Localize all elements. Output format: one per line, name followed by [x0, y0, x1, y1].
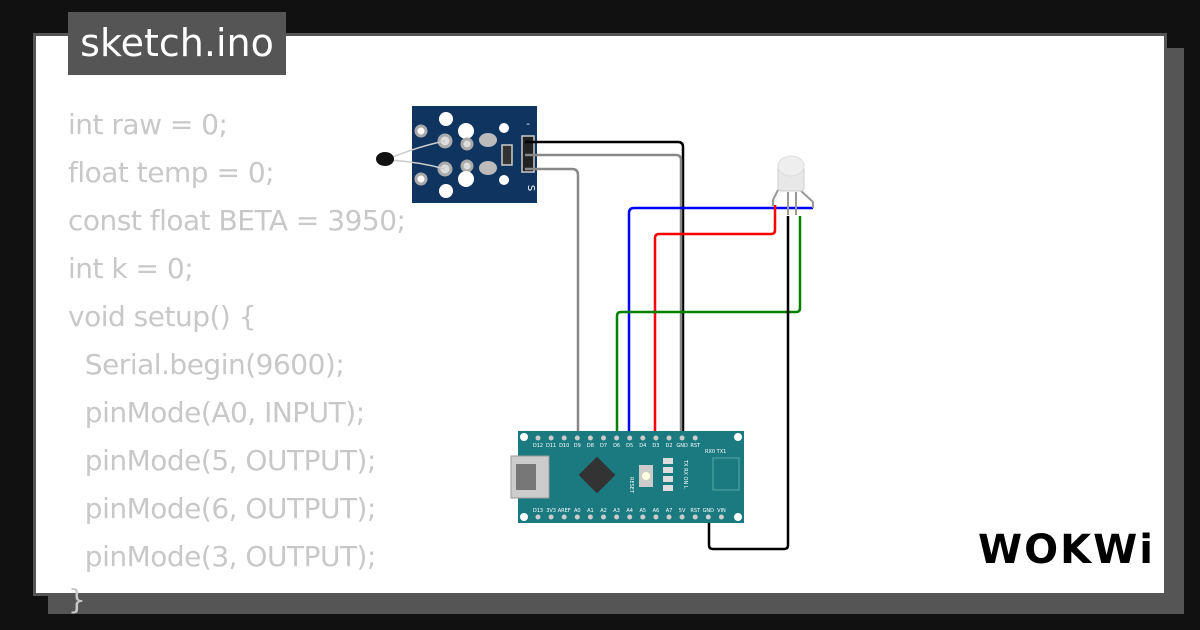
- thermistor-icon: [376, 152, 394, 166]
- pin-3v3[interactable]: [548, 514, 554, 520]
- pin-a4[interactable]: [627, 514, 633, 520]
- pin-label: VIN: [717, 508, 726, 514]
- pin-a3[interactable]: [614, 514, 620, 520]
- pin-label: A6: [653, 508, 660, 514]
- file-title: sketch.ino: [68, 12, 286, 75]
- pin-d7[interactable]: [601, 435, 606, 441]
- pin-d13[interactable]: [535, 514, 541, 520]
- pin-vin[interactable]: [718, 514, 724, 520]
- code-line: int k = 0;: [68, 252, 194, 285]
- pin-d6[interactable]: [614, 435, 620, 441]
- pin-label: A1: [587, 508, 594, 514]
- pin-d10[interactable]: [561, 435, 567, 441]
- pin-label: A2: [600, 508, 607, 514]
- pin-d9[interactable]: [574, 435, 580, 441]
- pin-label: GND: [703, 508, 715, 514]
- pin-label: D12: [533, 443, 543, 449]
- resistor-icon: [501, 144, 513, 166]
- pin-d8[interactable]: [587, 435, 593, 441]
- pin-label: AREF: [558, 508, 571, 514]
- led-labels: TX RX ON L: [682, 459, 688, 489]
- pin-label: RST: [690, 443, 701, 449]
- pin-d12[interactable]: [535, 435, 541, 441]
- pin-label: D9: [574, 443, 581, 449]
- pin-s-label: S: [525, 185, 536, 191]
- rgb-led[interactable]: [772, 155, 814, 215]
- code-line: pinMode(6, OUTPUT);: [68, 492, 377, 525]
- code-line: pinMode(A0, INPUT);: [68, 396, 365, 429]
- pin-label: 3V3: [546, 508, 556, 514]
- pin-label: D10: [559, 443, 569, 449]
- code-line: }: [68, 583, 86, 616]
- pin-d11[interactable]: [548, 435, 554, 441]
- pin-label: D6: [613, 443, 620, 449]
- pin-a2[interactable]: [601, 514, 606, 520]
- code-line: Serial.begin(9600);: [68, 348, 345, 381]
- ntc-sensor-module[interactable]: - S: [376, 106, 537, 203]
- reset-label: RESET: [628, 477, 634, 494]
- code-line: float temp = 0;: [68, 156, 275, 189]
- pin-a5[interactable]: [640, 514, 646, 520]
- pin-label: D13: [533, 508, 543, 514]
- chip-icon: [578, 456, 616, 494]
- pin-gnd[interactable]: [705, 514, 711, 520]
- pin-label: A3: [613, 508, 620, 514]
- wires: [525, 140, 813, 551]
- wokwi-logo: WOKWi: [978, 527, 1155, 573]
- pin-rst[interactable]: [692, 435, 698, 441]
- serial-label: RX0 TX1: [705, 449, 726, 455]
- pin-label: D8: [587, 443, 594, 449]
- pin-rst[interactable]: [692, 514, 698, 520]
- pin-aref[interactable]: [561, 514, 567, 520]
- pin-minus-label: -: [526, 119, 530, 130]
- pin-label: GND: [676, 443, 688, 449]
- pin-label: D5: [626, 443, 633, 449]
- pin-label: D4: [639, 443, 646, 449]
- pin-a7[interactable]: [666, 514, 672, 520]
- pin-label: RST: [690, 508, 701, 514]
- pin-label: D11: [546, 443, 556, 449]
- pin-5v[interactable]: [679, 514, 685, 520]
- pin-label: A4: [626, 508, 633, 514]
- pin-gnd[interactable]: [679, 435, 685, 441]
- code-line: void setup() {: [68, 300, 257, 333]
- pin-d4[interactable]: [640, 435, 646, 441]
- pin-label: D3: [652, 443, 659, 449]
- code-line: const float BETA = 3950;: [68, 204, 406, 237]
- pin-a6[interactable]: [653, 514, 659, 520]
- pin-label: 5V: [679, 508, 686, 514]
- pin-a1[interactable]: [587, 514, 593, 520]
- code-line: pinMode(5, OUTPUT);: [68, 444, 377, 477]
- code-line: pinMode(3, OUTPUT);: [68, 540, 377, 573]
- pin-label: A0: [574, 508, 581, 514]
- pin-label: D7: [600, 443, 607, 449]
- pin-a0[interactable]: [574, 514, 580, 520]
- pin-label: D2: [665, 443, 672, 449]
- pin-d5[interactable]: [627, 435, 633, 441]
- pin-d3[interactable]: [653, 435, 659, 441]
- pin-d2[interactable]: [666, 435, 672, 441]
- pin-label: A5: [639, 508, 646, 514]
- code-line: int raw = 0;: [68, 108, 228, 141]
- pin-label: A7: [666, 508, 673, 514]
